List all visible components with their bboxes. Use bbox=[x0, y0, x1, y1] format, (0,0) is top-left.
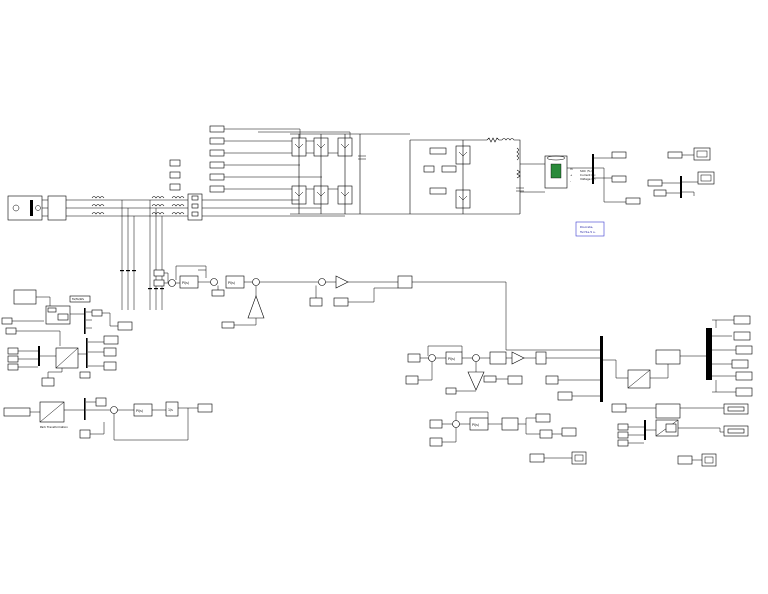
output-demux bbox=[706, 315, 753, 397]
powergui-block[interactable]: Discrete, Ts=5e-5 s. bbox=[575, 221, 605, 237]
bottom-right-displays[interactable] bbox=[611, 403, 749, 467]
generator-block[interactable] bbox=[7, 195, 43, 221]
svg-text:Ta/Te/Ws: Ta/Te/Ws bbox=[71, 297, 85, 301]
top-right-scopes[interactable] bbox=[647, 147, 715, 198]
pwm-from-tags bbox=[209, 125, 225, 193]
pi-label-4: PI(s) bbox=[448, 357, 455, 361]
abc-dq-block[interactable] bbox=[5, 327, 119, 387]
pwm-wiring bbox=[224, 128, 351, 190]
pi-label-3: PI(s) bbox=[136, 409, 143, 413]
pi-label-1: PI(s) bbox=[182, 281, 189, 285]
signal-mux-bus bbox=[557, 336, 706, 402]
powergui-line2: Ts=5e-5 s. bbox=[579, 230, 596, 234]
igbt-bridge[interactable] bbox=[202, 133, 360, 217]
battery-goto-tags bbox=[611, 151, 641, 205]
pi-label-2: PI(s) bbox=[228, 281, 235, 285]
pwm-generation-chain[interactable]: PI(s) bbox=[429, 411, 587, 465]
speed-control-chain[interactable]: PI(s) PI(s) bbox=[153, 265, 318, 329]
svg-text:-: - bbox=[570, 179, 571, 183]
wind-turbine-subsystem[interactable]: Ta/Te/Ws bbox=[1, 289, 133, 334]
svg-text:+: + bbox=[570, 173, 573, 177]
battery-demux: SOC (%) Current (A) Voltage (V) bbox=[567, 154, 626, 203]
vi-measurement-block[interactable] bbox=[187, 193, 203, 221]
battery-block[interactable]: m + - bbox=[544, 155, 573, 189]
svg-text:m: m bbox=[570, 167, 573, 171]
measurement-taps bbox=[120, 200, 164, 310]
grid-control-chain[interactable]: PI(s) bbox=[405, 345, 600, 395]
integrator-label: 1/s bbox=[168, 408, 173, 412]
svg-text:Current (A): Current (A) bbox=[580, 173, 596, 177]
pi-label-5: PI(s) bbox=[472, 423, 479, 427]
breaker-block[interactable] bbox=[47, 195, 67, 221]
dcdc-converter[interactable] bbox=[409, 137, 545, 215]
svg-text:SOC (%): SOC (%) bbox=[580, 169, 592, 173]
svg-text:Voltage (V): Voltage (V) bbox=[580, 177, 595, 181]
svg-text:Park Transformation: Park Transformation bbox=[40, 425, 68, 429]
dc-link-capacitor bbox=[358, 133, 410, 215]
angle-integration-chain[interactable]: Park Transformation PI(s) 1/s bbox=[3, 397, 213, 441]
powergui-line1: Discrete, bbox=[580, 225, 593, 229]
measure-goto-tags bbox=[169, 159, 181, 191]
line-inductors bbox=[91, 196, 185, 215]
current-control-chain[interactable] bbox=[309, 275, 600, 351]
